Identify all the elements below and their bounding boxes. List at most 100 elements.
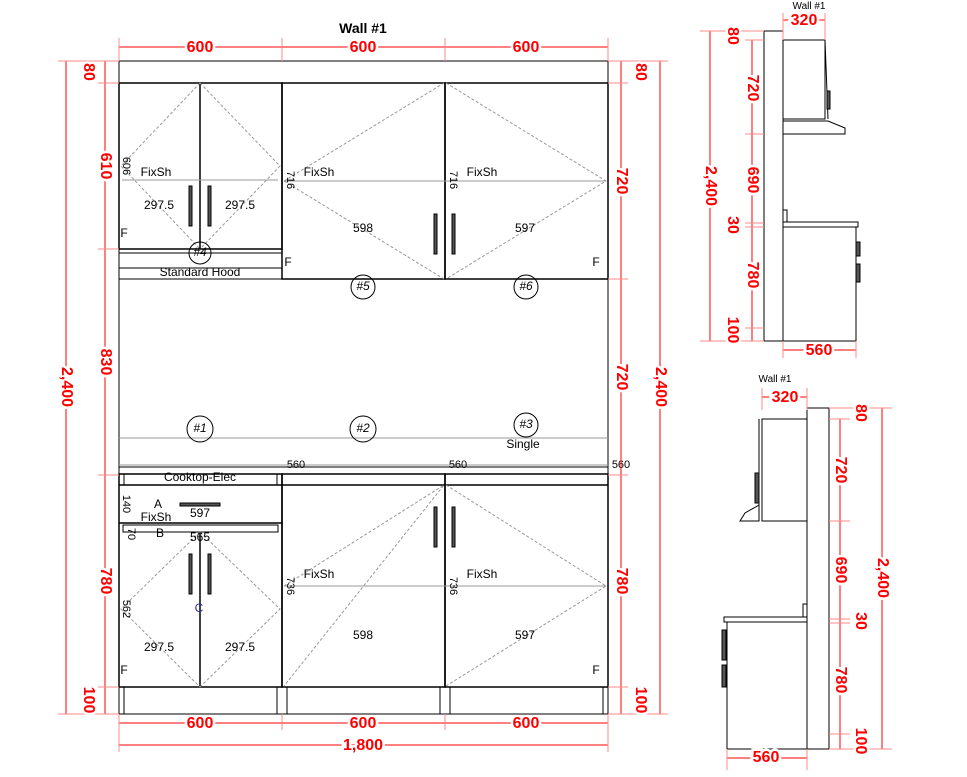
unit-number: #1 xyxy=(193,421,206,435)
unit-number: #6 xyxy=(519,279,533,293)
height-label: 716 xyxy=(447,171,459,189)
dim-side: 80 xyxy=(724,27,741,45)
dim-side: 30 xyxy=(852,612,869,630)
dim-side: 690 xyxy=(744,167,761,194)
wall-section xyxy=(806,407,830,750)
front-elevation: FixSh 297.5 297.5 606 F Standard Hood #4… xyxy=(118,60,630,715)
door-c-label: C xyxy=(195,601,204,615)
handle-icon xyxy=(433,213,438,255)
label-fixsh: FixSh xyxy=(141,510,172,524)
dim-base-depth: 560 xyxy=(753,749,780,766)
sink-label: Single xyxy=(506,437,540,451)
hood-section xyxy=(739,504,760,522)
dim-right: 80 xyxy=(632,63,649,81)
dim-side: 720 xyxy=(744,75,761,102)
unit-marker-2[interactable] xyxy=(349,415,377,443)
base-cabinet-3[interactable] xyxy=(444,473,609,688)
dim-right: 720 xyxy=(613,168,630,195)
handle-icon xyxy=(433,506,438,548)
hood-section xyxy=(782,120,846,135)
dim-left: 100 xyxy=(80,687,97,714)
handle-icon xyxy=(188,553,193,595)
dim-side: 720 xyxy=(832,457,849,484)
base-cabinet-section xyxy=(782,226,857,342)
base-cabinet-1[interactable] xyxy=(118,473,283,688)
door-width-label: 297.5 xyxy=(225,198,255,212)
dim-top: 600 xyxy=(513,39,540,56)
wall-section xyxy=(763,30,784,342)
dim-right: 100 xyxy=(632,687,649,714)
unit-marker-4[interactable] xyxy=(188,241,212,265)
cooktop-label: Cooktop-Elec xyxy=(164,470,236,484)
dim-side: 80 xyxy=(852,404,869,422)
unit-marker-5[interactable] xyxy=(350,274,376,300)
unit-number: #5 xyxy=(356,279,370,293)
label-f: F xyxy=(120,226,127,240)
drawer-b-label: B xyxy=(156,526,164,540)
side-view-top: Wall #1 320 560 80 720 690 30 780 100 2,… xyxy=(699,1,861,362)
depth-label: 560 xyxy=(287,459,305,471)
dim-side: 100 xyxy=(852,728,869,755)
door-width-label: 597 xyxy=(515,221,535,235)
height-label: 140 xyxy=(120,495,132,513)
dim-side-total: 2,400 xyxy=(702,166,719,206)
unit-marker-3[interactable] xyxy=(513,412,539,438)
unit-marker-6[interactable] xyxy=(513,274,539,300)
dim-side: 100 xyxy=(724,317,741,344)
label-f: F xyxy=(592,663,599,677)
front-dimensions: 600 600 600 600 600 600 1,800 80 610 830… xyxy=(55,37,671,757)
handle-icon xyxy=(207,553,212,595)
hood-label: Standard Hood xyxy=(160,265,241,279)
label-f: F xyxy=(592,255,599,269)
dim-top: 600 xyxy=(187,39,214,56)
dim-right-total: 2,400 xyxy=(652,367,669,407)
dim-side: 690 xyxy=(832,557,849,584)
dim-left: 80 xyxy=(80,63,97,81)
drawing-title: Wall #1 xyxy=(339,20,387,36)
unit-number: #4 xyxy=(193,245,207,259)
unit-number: #2 xyxy=(356,421,370,435)
dim-left: 610 xyxy=(97,153,114,180)
dim-total-width: 1,800 xyxy=(343,737,383,754)
height-label: 736 xyxy=(284,577,296,595)
upper-cabinet-section xyxy=(761,418,808,522)
height-label: 716 xyxy=(284,171,296,189)
dim-side: 780 xyxy=(832,667,849,694)
label-fixsh: FixSh xyxy=(304,567,335,581)
label-f: F xyxy=(284,255,291,269)
dim-left: 780 xyxy=(97,568,114,595)
side-view-title: Wall #1 xyxy=(793,1,826,12)
door-width-label: 598 xyxy=(353,221,373,235)
door-width-label: 297.5 xyxy=(144,640,174,654)
label-fixsh: FixSh xyxy=(304,165,335,179)
label-fixsh: FixSh xyxy=(141,165,172,179)
unit-marker-1[interactable] xyxy=(186,415,214,443)
door-width-label: 297.5 xyxy=(225,640,255,654)
label-f: F xyxy=(120,663,127,677)
handle-icon xyxy=(451,506,456,548)
dim-side: 780 xyxy=(744,262,761,289)
drawer-handle-icon xyxy=(179,502,221,507)
dim-side-total: 2,400 xyxy=(874,558,891,598)
drawer-a-label: A xyxy=(154,497,162,511)
door-width-label: 597 xyxy=(515,628,535,642)
door-width-label: 297.5 xyxy=(144,198,174,212)
dim-upper-depth: 320 xyxy=(772,389,799,406)
side-view-bottom: Wall #1 320 560 80 720 690 30 780 100 2,… xyxy=(721,374,893,770)
plinth xyxy=(119,687,608,715)
depth-label: 560 xyxy=(449,459,467,471)
handle-icon xyxy=(207,185,212,227)
unit-number: #3 xyxy=(519,417,533,431)
dim-bottom: 600 xyxy=(187,715,214,732)
handle-icon xyxy=(451,213,456,255)
dim-bottom: 600 xyxy=(350,715,377,732)
label-fixsh: FixSh xyxy=(467,165,498,179)
dim-bottom: 600 xyxy=(513,715,540,732)
handle-icon xyxy=(188,185,193,227)
width-label: 565 xyxy=(190,530,210,544)
label-fixsh: FixSh xyxy=(467,567,498,581)
worktop-section xyxy=(782,221,859,228)
upper-cabinet-section xyxy=(782,39,826,120)
soffit xyxy=(118,60,609,84)
dim-left-total: 2,400 xyxy=(58,367,75,407)
